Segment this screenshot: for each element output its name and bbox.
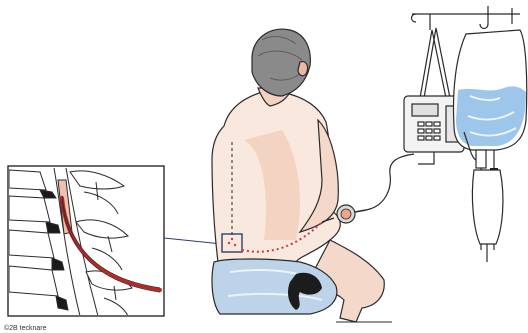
patient-ear bbox=[298, 62, 308, 76]
iv-fluid-bag bbox=[454, 30, 527, 262]
pump-screen bbox=[412, 104, 438, 116]
iv-stand-hooks bbox=[412, 6, 521, 30]
seated-patient-back-view bbox=[212, 29, 392, 322]
vertebra-3 bbox=[9, 230, 54, 258]
vertebra-4 bbox=[9, 266, 58, 296]
vertebra-1 bbox=[9, 170, 46, 190]
infusion-tube bbox=[366, 154, 414, 210]
drip-chamber bbox=[476, 150, 486, 168]
pump-keypad bbox=[418, 122, 440, 140]
inset-connector-line bbox=[164, 238, 222, 244]
spine-cross-section-inset bbox=[8, 166, 164, 316]
illustration-credit: ©2B tecknare bbox=[4, 324, 47, 332]
vertebra-2 bbox=[9, 196, 50, 222]
pump-strap bbox=[420, 30, 446, 98]
